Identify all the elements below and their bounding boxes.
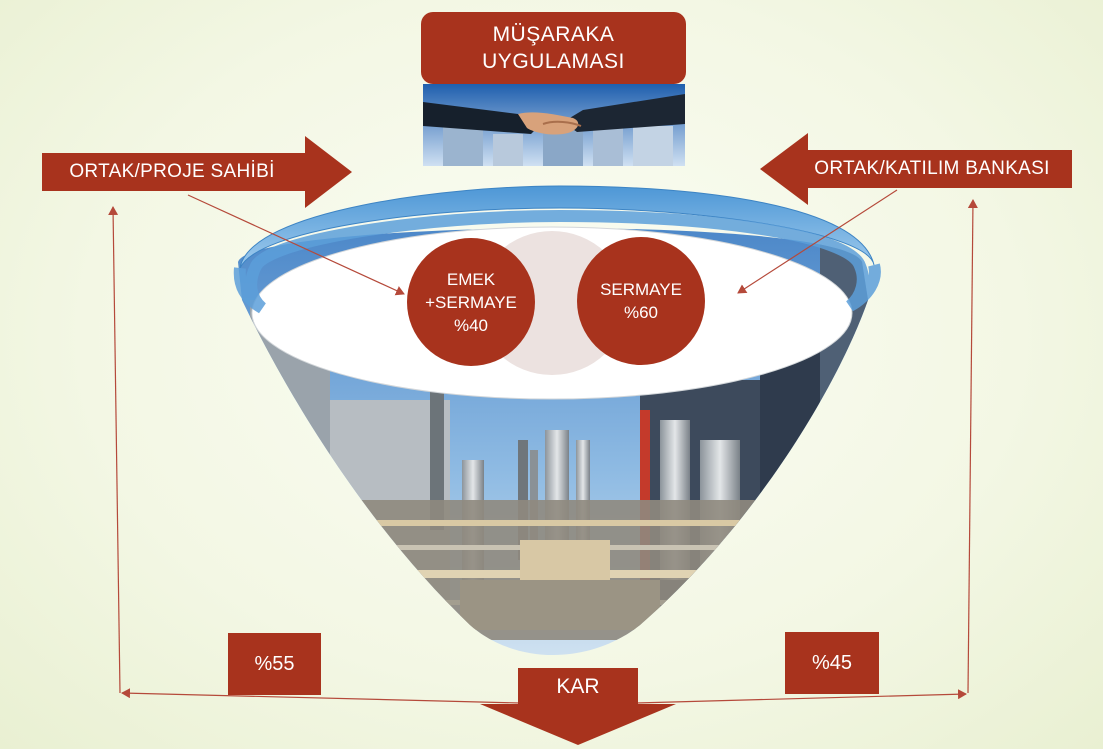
left-vertical-line [108, 206, 121, 694]
profit-label: KAR [556, 675, 600, 698]
title-line2: UYGULAMASI [482, 50, 625, 73]
profit-arrow [480, 668, 676, 745]
right-share-circle: SERMAYE %60 [577, 237, 705, 365]
left-partner-label: ORTAK/PROJE SAHİBİ [69, 161, 275, 182]
left-share-circle: EMEK +SERMAYE %40 [407, 238, 535, 366]
left-circle-line3: %40 [453, 315, 489, 335]
right-profit-share-box: %45 [785, 632, 879, 694]
right-circle-line1: SERMAYE [600, 280, 682, 299]
bottom-left-line [121, 688, 521, 704]
right-partner-arrow [760, 133, 1072, 205]
title-line1: MÜŞARAKA [492, 23, 615, 46]
left-circle-line2: +SERMAYE [425, 292, 517, 312]
left-circle-line1: EMEK [446, 269, 496, 289]
left-profit-share-box: %55 [228, 633, 321, 695]
right-partner-label: ORTAK/KATILIM BANKASI [814, 158, 1050, 179]
bottom-right-line [635, 689, 967, 704]
right-circle-line2: %60 [623, 303, 659, 322]
title-box: MÜŞARAKA UYGULAMASI [421, 12, 686, 84]
right-to-circle-line [737, 189, 898, 294]
left-to-circle-line [187, 194, 405, 296]
handshake-photo [423, 84, 685, 166]
left-partner-arrow [42, 136, 352, 208]
funnel-ring [239, 185, 875, 269]
right-vertical-line [967, 199, 978, 694]
